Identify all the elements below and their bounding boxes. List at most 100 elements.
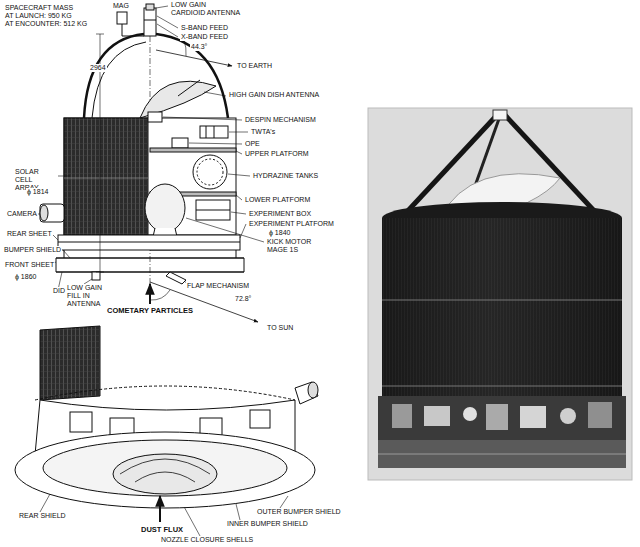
part-label: HIGH GAIN DISH ANTENNA xyxy=(228,91,320,99)
spacecraft-photo xyxy=(588,402,612,428)
leader-lines xyxy=(52,234,58,240)
leader-lines xyxy=(63,250,70,258)
cutaway-drawing xyxy=(145,184,185,232)
cutaway-drawing xyxy=(149,284,151,304)
cutaway-drawing xyxy=(172,138,188,148)
leader-lines xyxy=(38,214,40,215)
leader-lines xyxy=(236,195,242,200)
cutaway-drawing xyxy=(144,8,156,36)
part-label: DESPIN MECHANISM xyxy=(244,116,317,124)
part-label: OPE xyxy=(244,140,261,148)
part-label: AT LAUNCH: 950 KG xyxy=(4,12,73,20)
cutaway-drawing xyxy=(96,34,104,35)
spacecraft-photo xyxy=(378,454,626,455)
leader-lines xyxy=(163,117,242,120)
part-label: DUST FLUX xyxy=(140,526,184,535)
cutaway-drawing xyxy=(122,24,123,36)
cutaway-drawing xyxy=(56,258,57,272)
spacecraft-photo xyxy=(378,396,626,468)
spacecraft-photo xyxy=(382,386,622,387)
cutaway-drawing xyxy=(166,272,186,284)
shield-drawing xyxy=(113,454,217,494)
part-label: LOW GAIN CARDIOID ANTENNA xyxy=(170,1,242,17)
cutaway-drawing xyxy=(214,126,215,138)
part-label: TO SUN xyxy=(266,324,294,332)
leader-lines xyxy=(204,92,226,96)
cutaway-drawing xyxy=(58,242,240,243)
part-label: 2964 xyxy=(89,64,107,72)
part-label: INNER BUMPER SHIELD xyxy=(226,520,309,528)
part-label: NOZZLE CLOSURE SHELLS xyxy=(160,536,254,544)
part-label: CAMERA xyxy=(6,210,38,218)
shield-drawing xyxy=(15,326,318,522)
cutaway-drawing xyxy=(150,148,236,152)
cutaway-drawing xyxy=(236,250,237,258)
part-label: OUTER BUMPER SHIELD xyxy=(256,508,342,516)
part-label: EXPERIMENT PLATFORM xyxy=(248,220,335,228)
part-label: 44.3° xyxy=(190,43,208,51)
cutaway-drawing xyxy=(196,210,230,211)
part-label: KICK MOTOR MAGE 1S xyxy=(266,238,314,254)
part-label: FLAP MECHANISM xyxy=(186,282,250,290)
part-label: EXPERIMENT BOX xyxy=(248,210,312,218)
spacecraft-photo xyxy=(378,440,626,468)
cutaway-drawing xyxy=(92,272,100,280)
part-label: LOW GAIN FILL IN ANTENNA xyxy=(66,284,106,308)
cutaway-drawing xyxy=(150,282,258,322)
spacecraft-photo xyxy=(368,108,632,480)
cutaway-drawing xyxy=(193,155,227,189)
cutaway-drawing xyxy=(150,290,170,300)
cutaway-drawing xyxy=(117,12,127,24)
leader-lines xyxy=(189,143,242,144)
part-label: MAG xyxy=(112,2,130,10)
shield-drawing xyxy=(70,412,92,432)
spacecraft-photo xyxy=(392,404,412,428)
cutaway-drawing xyxy=(178,80,200,96)
cutaway-drawing xyxy=(244,258,245,272)
cutaway-drawing xyxy=(196,200,230,220)
leader-lines xyxy=(156,6,168,8)
shield-drawing xyxy=(40,326,100,400)
part-label: S-BAND FEED xyxy=(180,24,229,32)
cutaway-drawing xyxy=(184,40,186,56)
spacecraft-photo xyxy=(463,407,477,421)
spacecraft-photo xyxy=(424,406,450,426)
cutaway-drawing xyxy=(206,126,207,138)
part-label: 72.8° xyxy=(234,295,252,303)
shield-drawing xyxy=(159,496,161,522)
part-label: ϕ 1840 xyxy=(268,229,291,237)
cutaway-drawing xyxy=(64,118,148,235)
cutaway-drawing xyxy=(64,118,236,235)
cutaway-drawing xyxy=(58,235,240,250)
part-label: ϕ 1860 xyxy=(14,273,37,281)
part-label: UPPER PLATFORM xyxy=(244,150,310,158)
spacecraft-photo xyxy=(520,406,546,428)
leader-lines xyxy=(231,212,246,214)
cutaway-drawing xyxy=(148,112,162,122)
spacecraft-photo xyxy=(368,108,632,480)
shield-drawing xyxy=(295,382,318,404)
leader-lines xyxy=(56,176,70,177)
leader-lines xyxy=(38,6,288,536)
part-label: HYDRAZINE TANKS xyxy=(252,172,319,180)
part-label: BUMPER SHIELD xyxy=(3,246,62,254)
shield-drawing xyxy=(35,386,295,400)
leader-lines xyxy=(157,24,178,37)
part-label: AT ENCOUNTER: 512 KG xyxy=(4,20,88,28)
cutaway-drawing xyxy=(146,4,154,10)
cutaway-drawing xyxy=(40,205,48,221)
leader-lines xyxy=(228,174,250,176)
shield-drawing xyxy=(308,382,318,398)
leader-lines xyxy=(229,132,248,133)
part-label: FRONT SHEET xyxy=(4,261,55,269)
spacecraft-photo xyxy=(368,108,632,480)
cutaway-drawing xyxy=(64,178,148,179)
spacecraft-photo xyxy=(382,300,622,301)
shield-drawing xyxy=(135,472,195,482)
part-label: COMETARY PARTICLES xyxy=(106,307,194,316)
cutaway-drawing xyxy=(144,20,156,21)
cutaway-drawing xyxy=(56,271,244,273)
part-label: REAR SHIELD xyxy=(18,512,67,520)
cutaway-drawing xyxy=(56,257,244,259)
spacecraft-photo xyxy=(560,408,576,424)
